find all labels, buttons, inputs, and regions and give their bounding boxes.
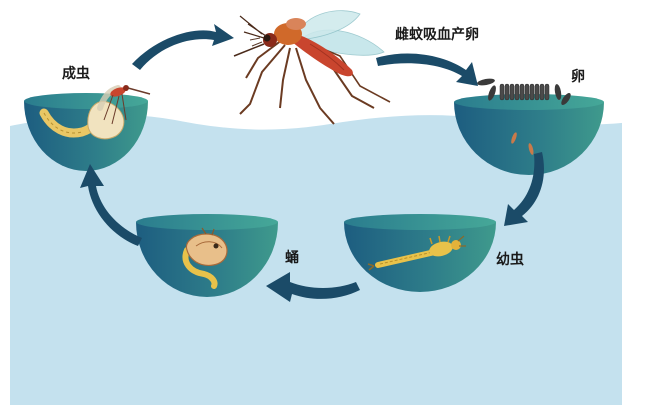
arrow-pupa-to-adult — [80, 164, 142, 246]
cycle-arrows — [80, 24, 544, 302]
label-egg: 卵 — [571, 69, 585, 85]
label-larva: 幼虫 — [496, 252, 524, 268]
arrow-adult-to-mosquito — [132, 24, 234, 70]
larva-icon — [367, 235, 466, 271]
pupa-icon — [182, 227, 228, 289]
arrow-mosquito-to-egg — [376, 53, 478, 86]
label-pupa: 蛹 — [285, 250, 299, 266]
emerging-adult-icon — [39, 85, 151, 140]
mosquito-icon — [233, 10, 391, 125]
water-background — [0, 114, 649, 405]
label-female-bite-lay-eggs: 雌蚊吸血产卵 — [395, 27, 479, 43]
arrow-larva-to-pupa — [266, 272, 360, 302]
egg-raft-icon — [477, 78, 571, 155]
arrow-egg-to-larva — [504, 152, 544, 226]
label-adult: 成虫 — [62, 66, 90, 82]
white-margin-left — [0, 120, 10, 405]
white-margin-right — [622, 120, 649, 405]
